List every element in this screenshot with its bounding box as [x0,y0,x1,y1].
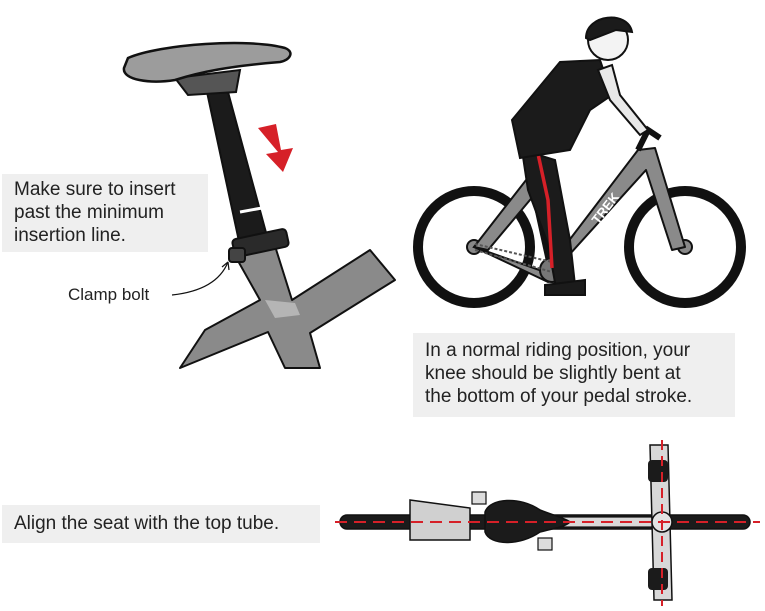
knee-angle-line [533,139,554,269]
leader-arrow-icon [171,261,229,296]
seatpost-closeup [122,41,396,369]
front-wheel [624,186,746,308]
label-clamp-bolt: Clamp bolt [68,285,150,304]
callout-insertion-line: Make sure to insert past the minimum ins… [2,174,208,252]
saddle-side [122,41,292,83]
min-insertion-line [239,206,263,214]
helmet [584,16,634,42]
rider-on-bike: TREK [413,16,746,308]
clamp-bolt-head [228,247,246,263]
callout-seat-alignment: Align the seat with the top tube. [2,505,320,543]
callout-line: insertion line. [14,225,126,246]
down-arrow-icon [258,124,293,172]
callout-knee-position: In a normal riding position, your knee s… [413,333,735,417]
callout-line: knee should be slightly bent at [425,363,681,384]
callout-line: In a normal riding position, your [425,340,691,361]
rear-wheel [413,186,535,308]
top-view-alignment [335,440,760,606]
seatpost [205,91,270,248]
callout-line: past the minimum [14,202,164,223]
callout-line: Make sure to insert [14,179,176,200]
callout-line: the bottom of your pedal stroke. [425,386,693,407]
